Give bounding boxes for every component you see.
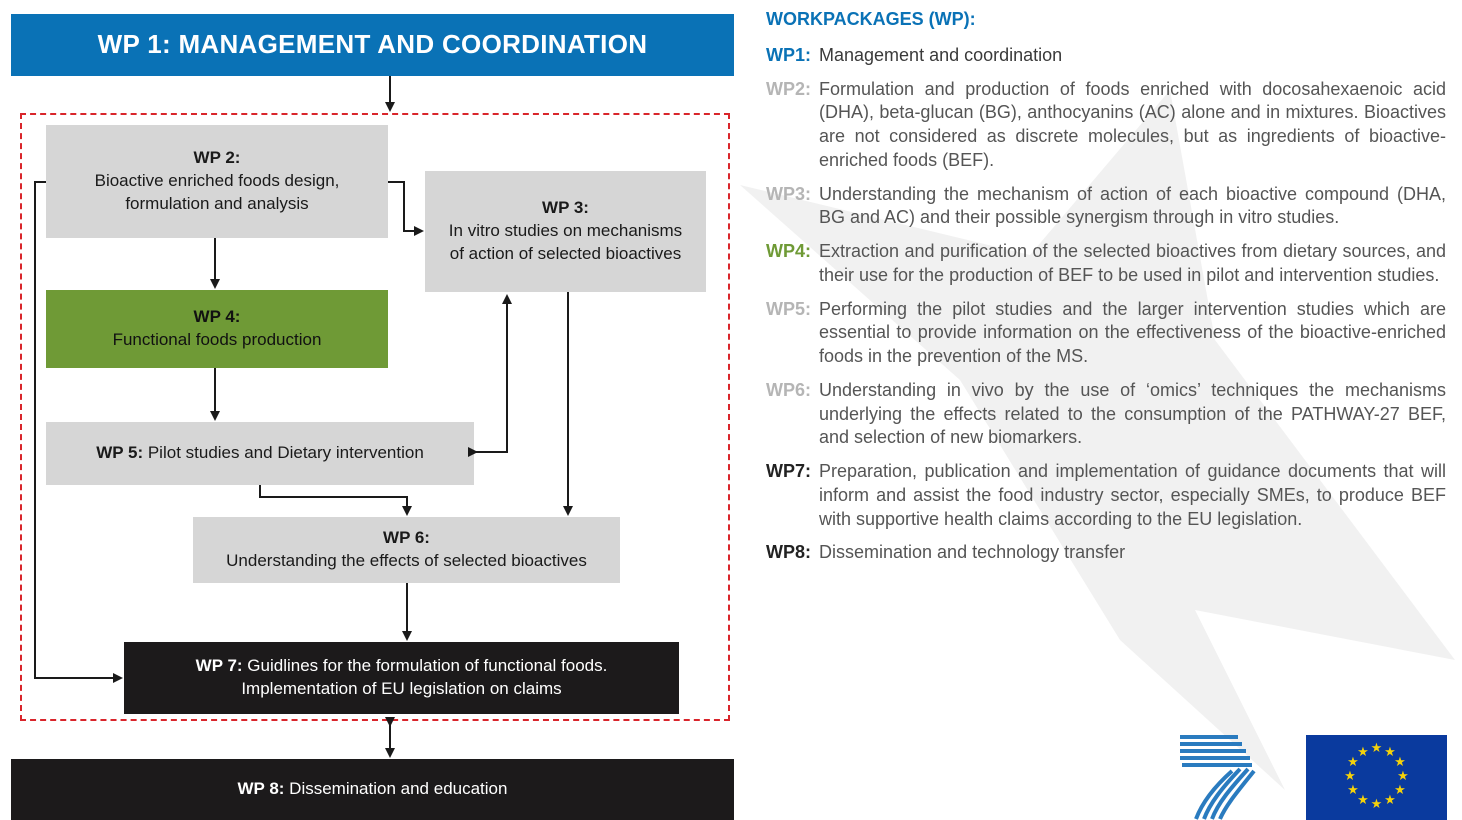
legend-key: WP1:	[766, 44, 811, 65]
wp7-box: WP 7: Guidlines for the formulation of f…	[124, 642, 679, 714]
wp5-box: WP 5: Pilot studies and Dietary interven…	[46, 422, 474, 485]
svg-text:★: ★	[1347, 755, 1359, 770]
fp7-logo	[1180, 735, 1256, 820]
wp7-line1: Guidlines for the formulation of functio…	[242, 656, 608, 676]
wp2-box: WP 2: Bioactive enriched foods design, f…	[46, 125, 388, 238]
wp8-box: WP 8: Dissemination and education	[11, 759, 734, 820]
legend-key: WP4:	[766, 241, 811, 261]
legend-item-wp5: WP5: Performing the pilot studies and th…	[766, 298, 1446, 369]
wp4-line1: Functional foods production	[112, 330, 322, 349]
wp3-line2: of action of selected bioactives	[449, 243, 682, 263]
legend-item-wp4: WP4: Extraction and purification of the …	[766, 240, 1446, 288]
wp3-line1: In vitro studies on mechanisms	[448, 221, 683, 241]
wp7-line2: Implementation of EU legislation on clai…	[241, 679, 562, 698]
legend-text: Management and coordination	[819, 44, 1063, 65]
svg-text:★: ★	[1357, 745, 1369, 760]
legend-key: WP2:	[766, 78, 811, 99]
legend-item-wp6: WP6: Understanding in vivo by the use of…	[766, 379, 1446, 450]
svg-text:★: ★	[1371, 797, 1383, 812]
wp2-line1: Bioactive enriched foods design,	[94, 171, 340, 191]
wp7-key: WP 7:	[195, 656, 243, 676]
svg-text:★: ★	[1371, 741, 1383, 756]
legend-key: WP6:	[766, 379, 811, 400]
legend-item-wp8: WP8: Dissemination and technology transf…	[766, 541, 1446, 565]
svg-text:★: ★	[1394, 783, 1406, 798]
legend-item-wp2: WP2: Formulation and production of foods…	[766, 78, 1446, 173]
wp6-key: WP 6:	[383, 528, 430, 548]
eu-flag-logo: ★ ★ ★ ★ ★ ★ ★ ★ ★ ★ ★ ★	[1306, 735, 1447, 820]
legend-text: Extraction and purification of the selec…	[819, 241, 1446, 285]
wp1-management-box: WP 1: MANAGEMENT AND COORDINATION	[11, 14, 734, 76]
wp6-line1: Understanding the effects of selected bi…	[226, 551, 587, 570]
wp3-key: WP 3:	[542, 198, 589, 218]
wp5-text: Pilot studies and Dietary intervention	[143, 443, 424, 463]
wp8-text: Dissemination and education	[284, 779, 508, 799]
legend-item-wp7: WP7: Preparation, publication and implem…	[766, 460, 1446, 531]
legend-key: WP3:	[766, 183, 811, 204]
svg-text:★: ★	[1357, 793, 1369, 808]
wp6-box: WP 6: Understanding the effects of selec…	[193, 517, 620, 583]
workpackages-legend: WORKPACKAGES (WP): WP1: Management and c…	[766, 8, 1446, 575]
legend-item-wp3: WP3: Understanding the mechanism of acti…	[766, 183, 1446, 231]
svg-text:★: ★	[1344, 769, 1356, 784]
wp8-key: WP 8:	[237, 779, 285, 799]
svg-text:★: ★	[1384, 745, 1396, 760]
svg-text:★: ★	[1384, 793, 1396, 808]
wp4-key: WP 4:	[193, 307, 241, 327]
legend-text: Understanding in vivo by the use of ‘omi…	[819, 379, 1446, 448]
wp5-key: WP 5:	[96, 443, 144, 463]
legend-key: WP7:	[766, 461, 811, 481]
legend-key: WP8:	[766, 542, 811, 563]
wp2-key: WP 2:	[193, 148, 241, 168]
core-workpackages-boundary	[20, 113, 730, 721]
wp1-title: WP 1: MANAGEMENT AND COORDINATION	[97, 29, 648, 60]
legend-text: Preparation, publication and implementat…	[819, 461, 1446, 529]
legend-text: Understanding the mechanism of action of…	[819, 183, 1446, 228]
legend-heading: WORKPACKAGES (WP):	[766, 9, 976, 29]
wp2-line2: formulation and analysis	[125, 193, 309, 213]
svg-text:★: ★	[1347, 783, 1359, 798]
svg-text:★: ★	[1394, 755, 1406, 770]
legend-text: Dissemination and technology transfer	[819, 542, 1126, 563]
wp3-box: WP 3: In vitro studies on mechanisms of …	[425, 171, 706, 292]
legend-item-wp1: WP1: Management and coordination	[766, 44, 1446, 68]
legend-text: Formulation and production of foods enri…	[819, 78, 1446, 170]
wp4-box: WP 4: Functional foods production	[46, 290, 388, 368]
legend-key: WP5:	[766, 298, 811, 319]
legend-text: Performing the pilot studies and the lar…	[819, 298, 1446, 367]
svg-text:★: ★	[1397, 769, 1409, 784]
